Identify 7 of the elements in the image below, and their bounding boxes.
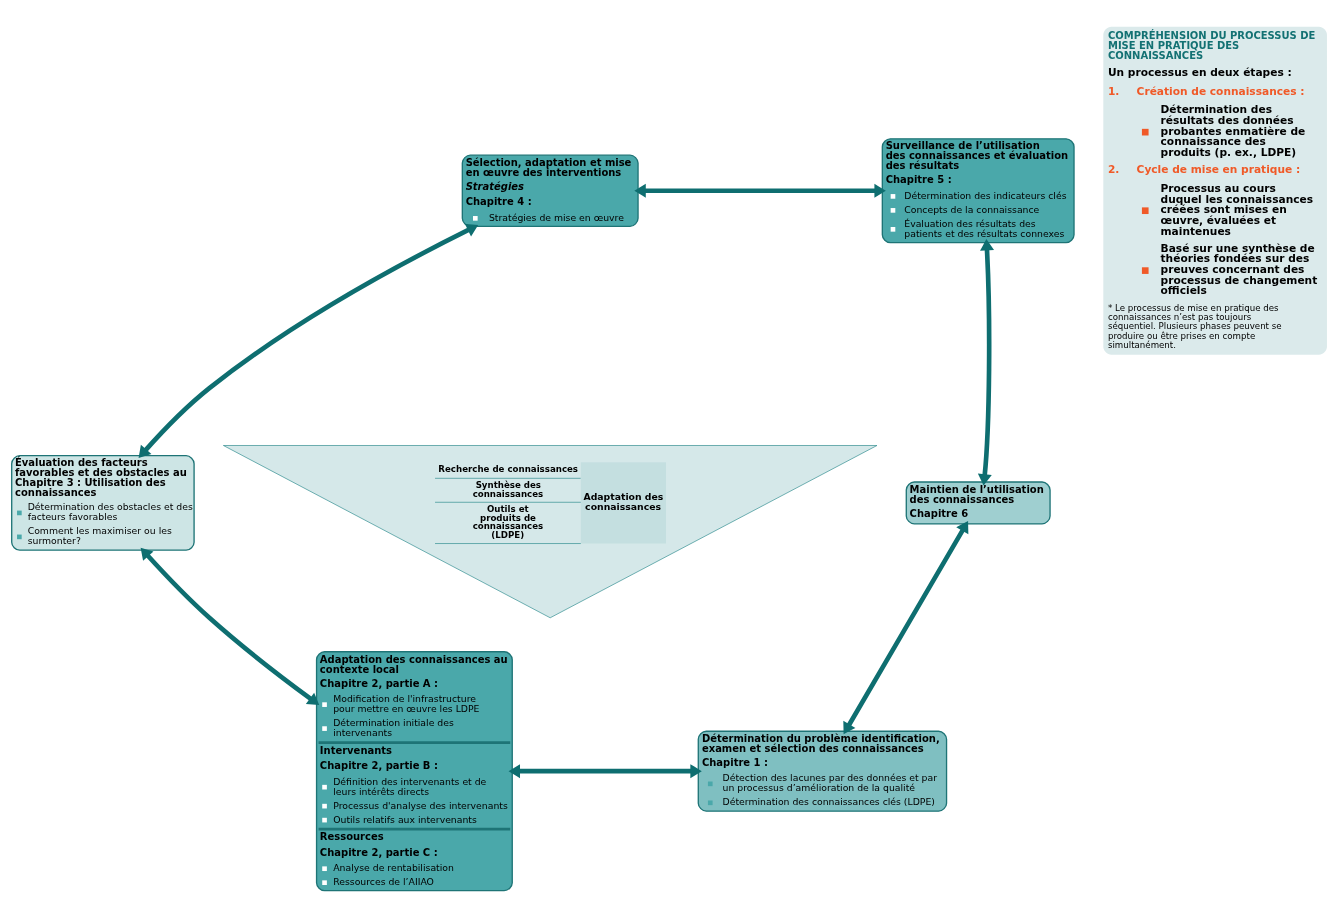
arrow: [634, 183, 886, 198]
arrow: [843, 520, 969, 734]
arrow: [508, 763, 702, 778]
arrow: [138, 223, 479, 458]
arrow: [140, 547, 320, 705]
arrow: [977, 238, 995, 486]
node-box: COMPRÉHENSION DU PROCESSUS DE MISE EN PRATIQUE DES CONNAISSANCES Un processus en deux étapes : 1. Création de connaissances : Détermination des résultats des données probantes enmatière de connaissance des produits (p. ex., LDPE) 2. Cycle de mise en pratique : Processus au cours duquel les connaissances créées sont mises en œuvre, évaluées et maintenues Basé sur une synthèse de théories fondées sur des preuves concernant des processus de changement officiels * Le processus de mise en pratique des connaissances n’est pas toujours séquentiel. Plusieurs phases peuvent se produire ou être prises en compte simultanément.: [1103, 26, 1327, 355]
